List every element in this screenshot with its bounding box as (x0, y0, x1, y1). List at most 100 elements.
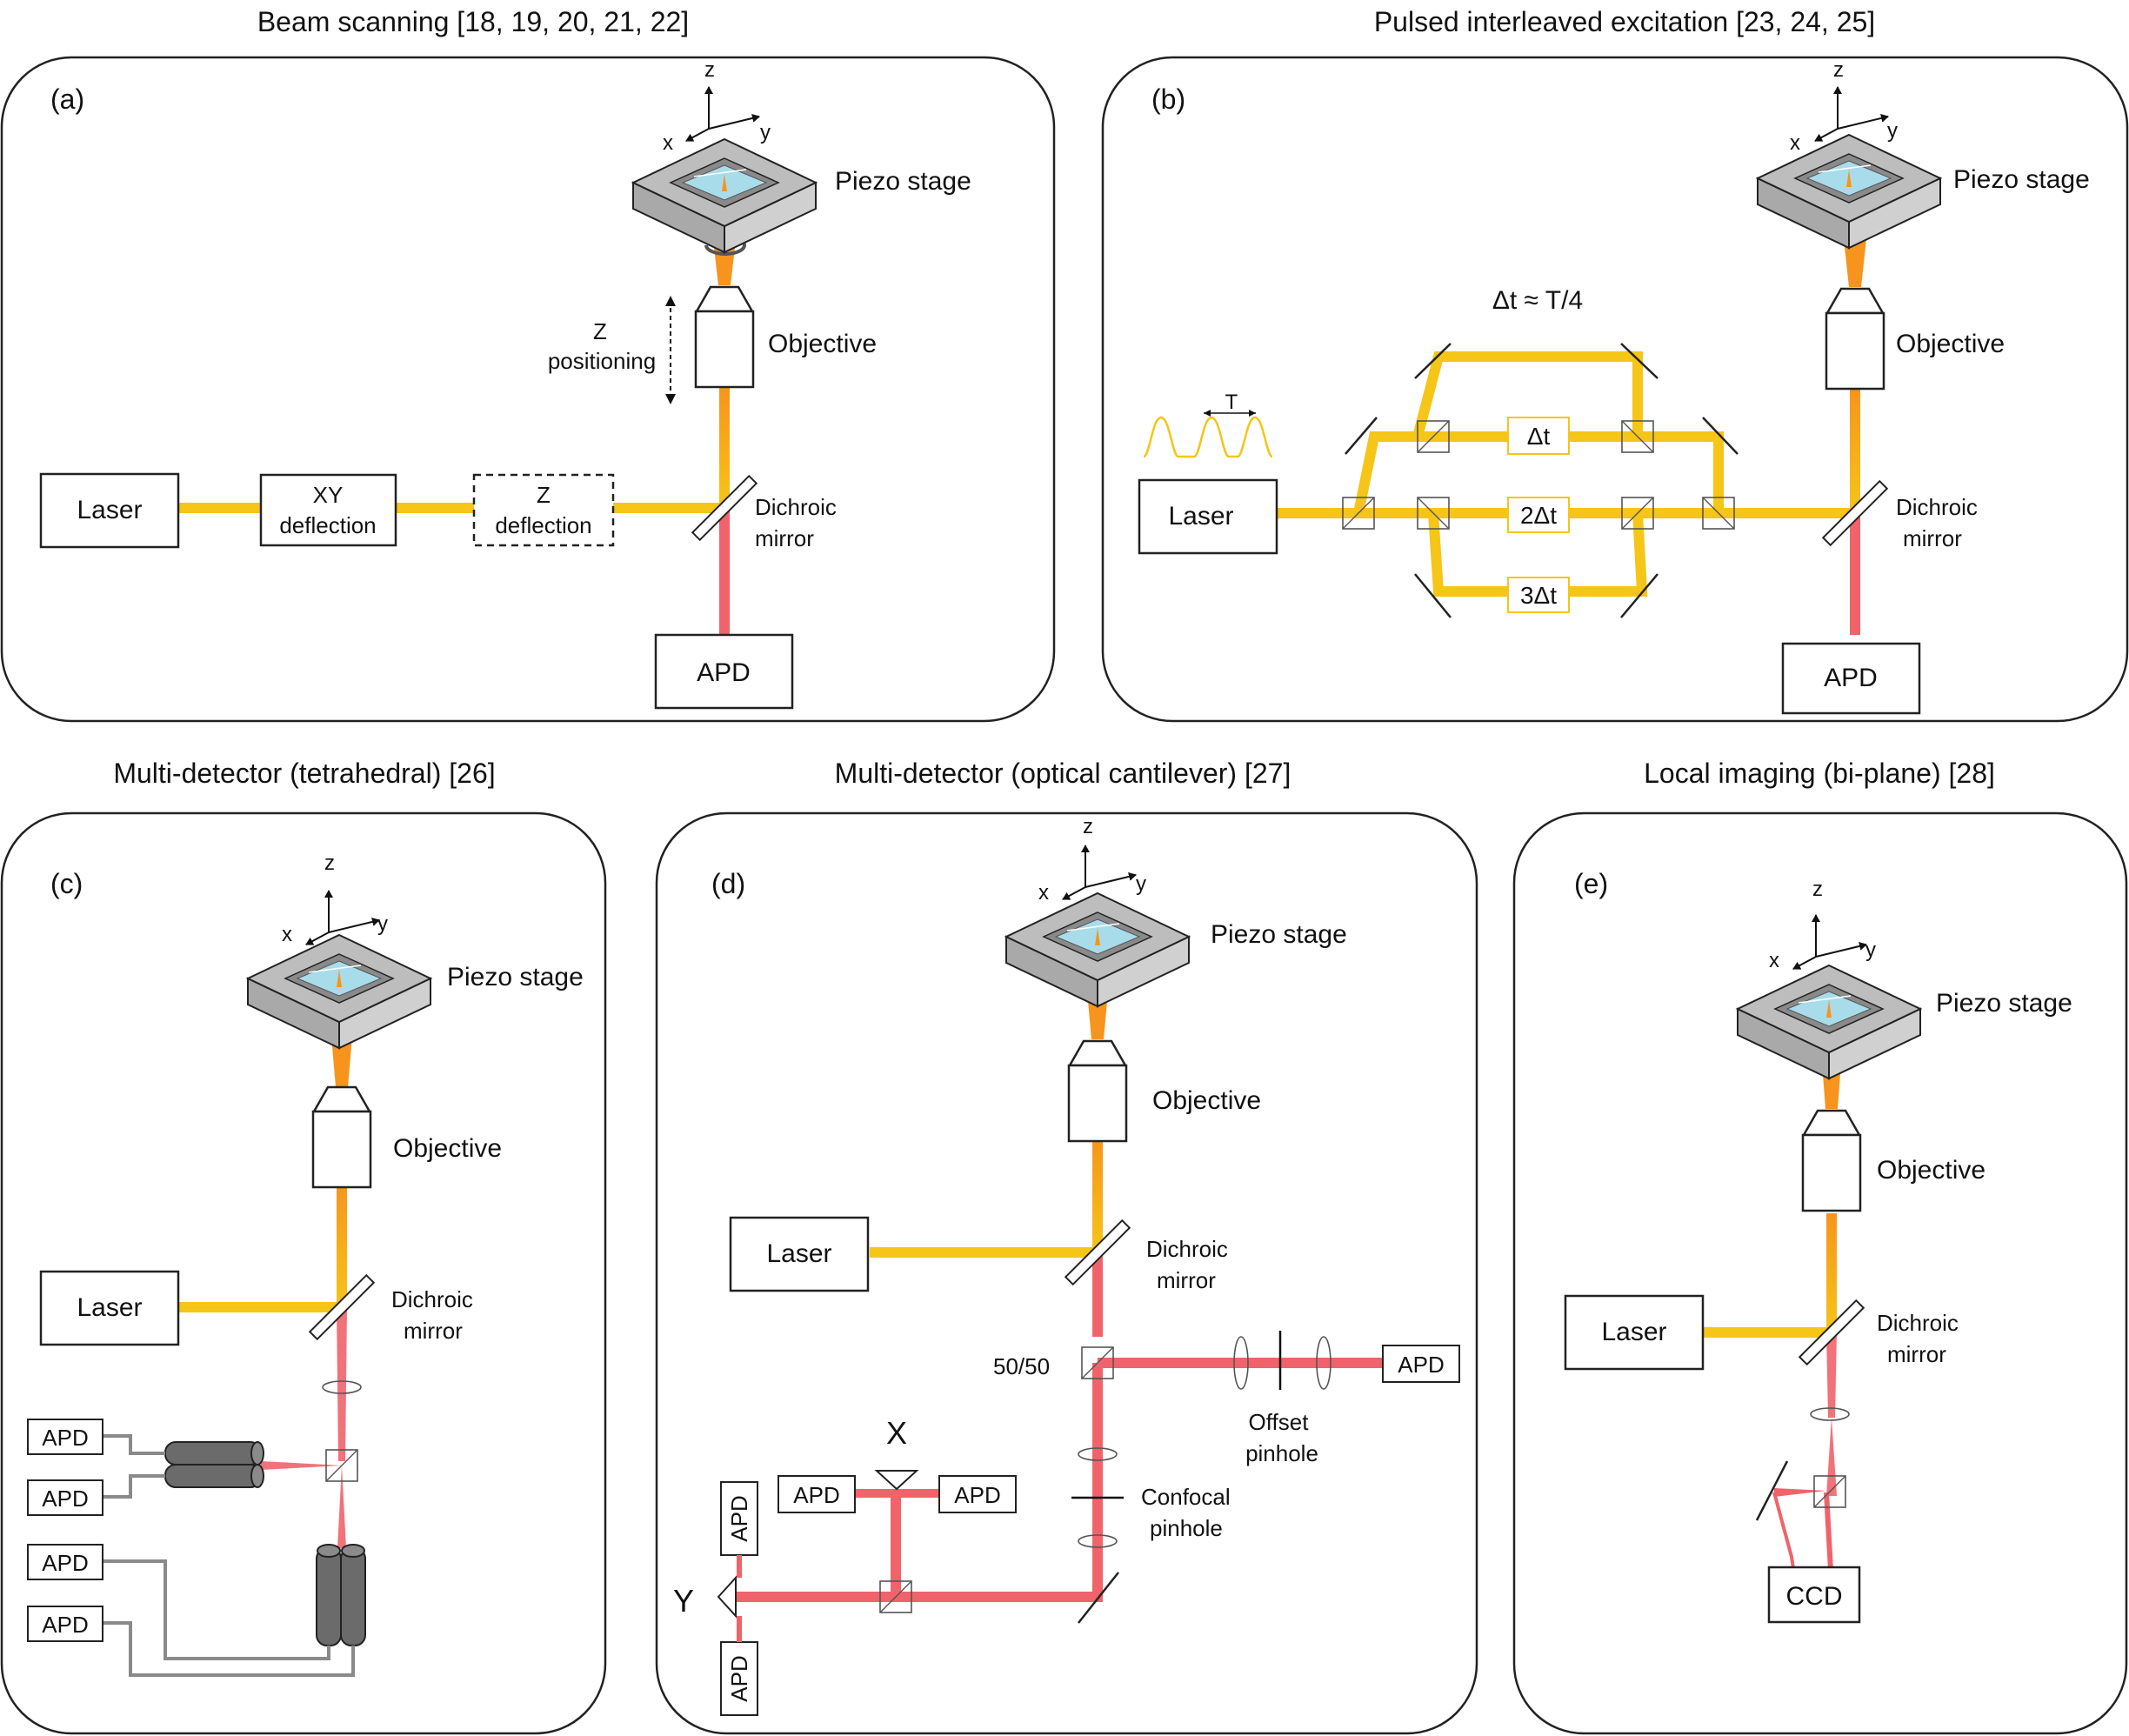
apd-x-left-box (778, 1475, 856, 1513)
axis-z: z (1083, 815, 1093, 838)
panel-d-title: Multi-detector (optical cantilever) [27] (835, 758, 1291, 789)
panel-d: Multi-detector (optical cantilever) [27]… (655, 758, 1478, 1735)
beam-up-objective (1092, 1139, 1103, 1252)
delay-3-label: 3Δt (1520, 582, 1557, 609)
apd-box-4 (27, 1606, 103, 1642)
dichroic-mirror (1064, 1219, 1131, 1286)
xy-deflection-box (259, 473, 397, 547)
pulse-train-icon (1142, 416, 1274, 458)
panel-e-tag: (e) (1574, 868, 1608, 899)
axis-z: z (1833, 58, 1844, 82)
offset-pinhole-line2: pinhole (1245, 1440, 1318, 1466)
panel-d-frame (655, 811, 1478, 1735)
apd-x-left-label: APD (793, 1482, 839, 1508)
confocal-pinhole-line1: Confocal (1141, 1484, 1231, 1510)
piezo-stage-icon (1737, 965, 1921, 1079)
panel-b-frame (1101, 56, 2129, 723)
piezo-label: Piezo stage (447, 963, 584, 992)
y-label: Y (673, 1583, 694, 1619)
apd-box-3 (27, 1544, 103, 1580)
piezo-label: Piezo stage (1936, 989, 2072, 1018)
delay-2-label: 2Δt (1520, 502, 1557, 529)
axes-icon (1815, 87, 1888, 141)
xy-deflection-line2: deflection (279, 512, 376, 538)
laser-box (39, 472, 180, 549)
lens-offset-2-icon (1316, 1336, 1331, 1390)
z-positioning-line1: Z (593, 318, 607, 344)
z-deflection-box (472, 473, 615, 547)
panel-d-tag: (d) (711, 868, 745, 899)
apd-4-label: APD (42, 1612, 88, 1638)
fiber-bundle-vertical (316, 1544, 366, 1646)
axis-x: x (1769, 949, 1779, 972)
dichroic-line2: mirror (1903, 525, 1962, 551)
apd-3-label: APD (42, 1550, 88, 1576)
axes-icon (686, 87, 759, 141)
dichroic-line1: Dichroic (1146, 1236, 1228, 1262)
panel-b: Pulsed interleaved excitation [23, 24, 2… (1101, 6, 2129, 723)
apd-offset-box (1382, 1345, 1460, 1383)
axis-y: y (1865, 938, 1876, 962)
beam-up-objective (1850, 387, 1860, 513)
period-label: T (1225, 391, 1238, 414)
axis-z: z (324, 851, 335, 875)
delay-relation: Δt ≈ T/4 (1492, 286, 1583, 315)
xy-deflection-line1: XY (313, 482, 344, 508)
axis-y: y (1136, 872, 1146, 896)
fiber-bundle-horizontal (164, 1441, 264, 1488)
delay-1-label: Δt (1527, 423, 1551, 450)
beam-up-objective (719, 387, 730, 508)
axis-x: x (1038, 881, 1049, 905)
delay-box-3 (1507, 577, 1570, 613)
piezo-label: Piezo stage (835, 167, 971, 196)
axes-icon (1063, 845, 1136, 899)
dichroic-line1: Dichroic (1877, 1310, 1959, 1336)
z-arrowhead-down-icon (665, 394, 676, 404)
period-arrowhead-left-icon (1204, 410, 1211, 417)
objective-label: Objective (1877, 1156, 1986, 1185)
fold-mirror (1078, 1572, 1119, 1624)
objective-label: Objective (1152, 1086, 1261, 1115)
panel-c-tag: (c) (50, 868, 83, 899)
beam-emission-lower (1826, 1418, 1837, 1496)
objective-label: Objective (1896, 330, 2005, 358)
panel-e-frame (1512, 811, 2128, 1735)
panel-a: Beam scanning [18, 19, 20, 21, 22] (a) L… (0, 6, 1056, 723)
prism-x-icon (874, 1470, 919, 1491)
panel-e-title: Local imaging (bi-plane) [28] (1644, 758, 1995, 789)
dichroic-line1: Dichroic (391, 1286, 473, 1312)
panel-b-title: Pulsed interleaved excitation [23, 24, 2… (1374, 6, 1875, 37)
z-deflection-line2: deflection (495, 512, 591, 538)
axis-y: y (760, 121, 771, 144)
panel-e: Local imaging (bi-plane) [28] (e) CCD La… (1512, 758, 2128, 1735)
axes-icon (1793, 915, 1866, 969)
dichroic-mirror (691, 474, 758, 542)
beam-offset-converge (1241, 1358, 1280, 1368)
apd-y-top-box (720, 1481, 758, 1556)
laser-box (1564, 1294, 1705, 1371)
laser-label: Laser (1601, 1318, 1666, 1346)
objective-icon (1825, 287, 1885, 391)
laser-label: Laser (766, 1239, 831, 1268)
objective-icon (694, 285, 755, 389)
apd-y-bottom-box (720, 1641, 758, 1716)
dichroic-line1: Dichroic (755, 494, 837, 520)
z-deflection-line1: Z (537, 482, 551, 508)
beam-reflected (1774, 1488, 1826, 1497)
beam-emission-reflected (261, 1461, 342, 1470)
delay-box-2 (1507, 497, 1570, 533)
apd-y-top-label: APD (726, 1495, 752, 1541)
laser-label: Laser (77, 1293, 142, 1322)
objective-label: Objective (768, 330, 877, 358)
z-positioning-line2: positioning (548, 348, 656, 374)
panel-b-tag: (b) (1151, 83, 1185, 115)
apd-offset-label: APD (1398, 1352, 1444, 1378)
fold-mirrors (1345, 343, 1739, 618)
dichroic-mirror (1821, 479, 1889, 547)
fold-mirror (1755, 1460, 1789, 1521)
piezo-stage-icon (247, 934, 431, 1049)
laser-box (39, 1270, 180, 1346)
apd-cables (103, 1434, 355, 1677)
interleave-beam-paths (1277, 351, 1852, 597)
